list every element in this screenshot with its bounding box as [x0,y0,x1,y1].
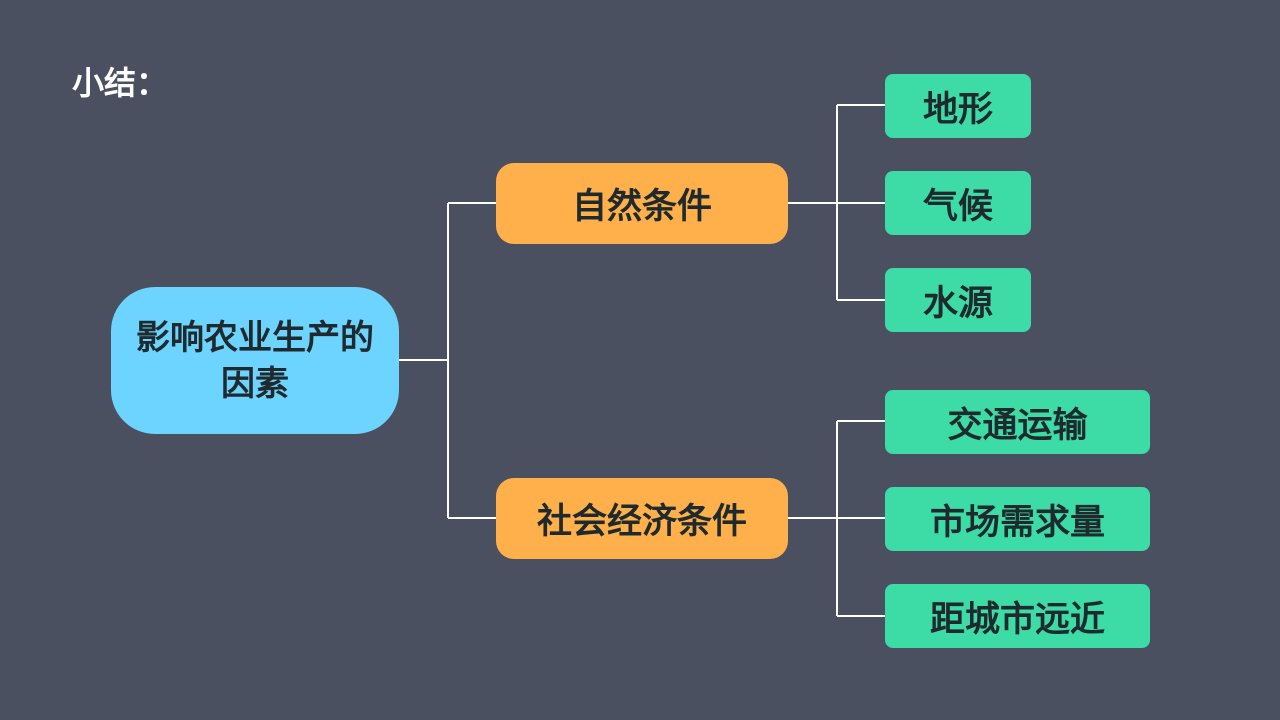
leaf-transportation: 交通运输 [885,390,1150,454]
branch-socioeconomic-conditions: 社会经济条件 [496,478,788,559]
slide-title: 小结： [72,64,169,102]
leaf-terrain: 地形 [885,74,1031,138]
leaf-climate: 气候 [885,171,1031,235]
leaf-market-demand: 市场需求量 [885,487,1150,551]
root-node: 影响农业生产的因素 [111,287,399,434]
leaf-distance-to-city: 距城市远近 [885,584,1150,648]
branch-natural-conditions: 自然条件 [496,163,788,244]
leaf-water-source: 水源 [885,268,1031,332]
